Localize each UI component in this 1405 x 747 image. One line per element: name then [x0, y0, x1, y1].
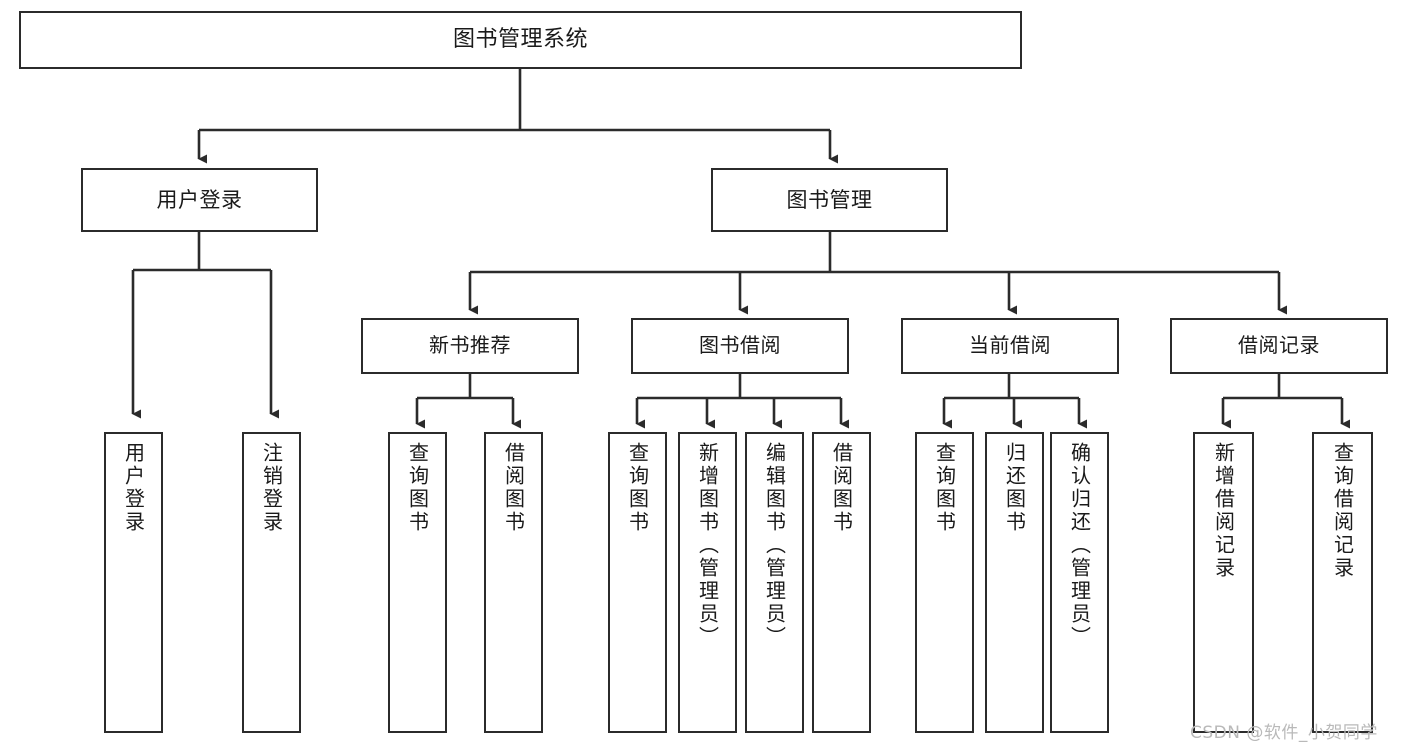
node-user-login[interactable]: 用户登录: [81, 168, 318, 232]
leaf-query-borrow-record[interactable]: 查询借阅记录: [1312, 432, 1373, 733]
node-book-management-label: 图书管理: [786, 187, 873, 212]
leaf-query-book-2-label: 查询图书: [625, 442, 650, 534]
node-book-management[interactable]: 图书管理: [711, 168, 948, 232]
leaf-return-book-label: 归还图书: [1002, 442, 1027, 534]
leaf-edit-book[interactable]: 编辑图书（管理员）: [745, 432, 804, 733]
node-borrow-record[interactable]: 借阅记录: [1170, 318, 1388, 374]
leaf-query-book-1[interactable]: 查询图书: [388, 432, 447, 733]
node-current-borrow-label: 当前借阅: [969, 333, 1051, 358]
leaf-logout-label: 注销登录: [259, 442, 284, 534]
node-book-borrow-label: 图书借阅: [699, 333, 781, 358]
leaf-borrow-book-2-label: 借阅图书: [829, 442, 854, 534]
leaf-confirm-return[interactable]: 确认归还（管理员）: [1050, 432, 1109, 733]
leaf-edit-book-label: 编辑图书（管理员）: [762, 442, 787, 649]
leaf-query-book-3[interactable]: 查询图书: [915, 432, 974, 733]
leaf-query-book-3-label: 查询图书: [932, 442, 957, 534]
leaf-logout[interactable]: 注销登录: [242, 432, 301, 733]
leaf-return-book[interactable]: 归还图书: [985, 432, 1044, 733]
node-book-borrow[interactable]: 图书借阅: [631, 318, 849, 374]
node-root-label: 图书管理系统: [452, 27, 588, 53]
leaf-query-book-1-label: 查询图书: [405, 442, 430, 534]
leaf-query-borrow-record-label: 查询借阅记录: [1330, 442, 1355, 580]
leaf-borrow-book-1[interactable]: 借阅图书: [484, 432, 543, 733]
node-current-borrow[interactable]: 当前借阅: [901, 318, 1119, 374]
leaf-add-borrow-record-label: 新增借阅记录: [1211, 442, 1236, 580]
node-new-book-recommend-label: 新书推荐: [429, 333, 511, 358]
leaf-user-login-label: 用户登录: [121, 442, 146, 534]
node-new-book-recommend[interactable]: 新书推荐: [361, 318, 579, 374]
leaf-confirm-return-label: 确认归还（管理员）: [1067, 442, 1092, 649]
leaf-user-login[interactable]: 用户登录: [104, 432, 163, 733]
leaf-add-borrow-record[interactable]: 新增借阅记录: [1193, 432, 1254, 733]
leaf-add-book[interactable]: 新增图书（管理员）: [678, 432, 737, 733]
node-borrow-record-label: 借阅记录: [1238, 333, 1320, 358]
node-user-login-label: 用户登录: [156, 187, 243, 212]
node-root[interactable]: 图书管理系统: [19, 11, 1022, 69]
leaf-borrow-book-2[interactable]: 借阅图书: [812, 432, 871, 733]
leaf-query-book-2[interactable]: 查询图书: [608, 432, 667, 733]
leaf-add-book-label: 新增图书（管理员）: [695, 442, 720, 649]
leaf-borrow-book-1-label: 借阅图书: [501, 442, 526, 534]
